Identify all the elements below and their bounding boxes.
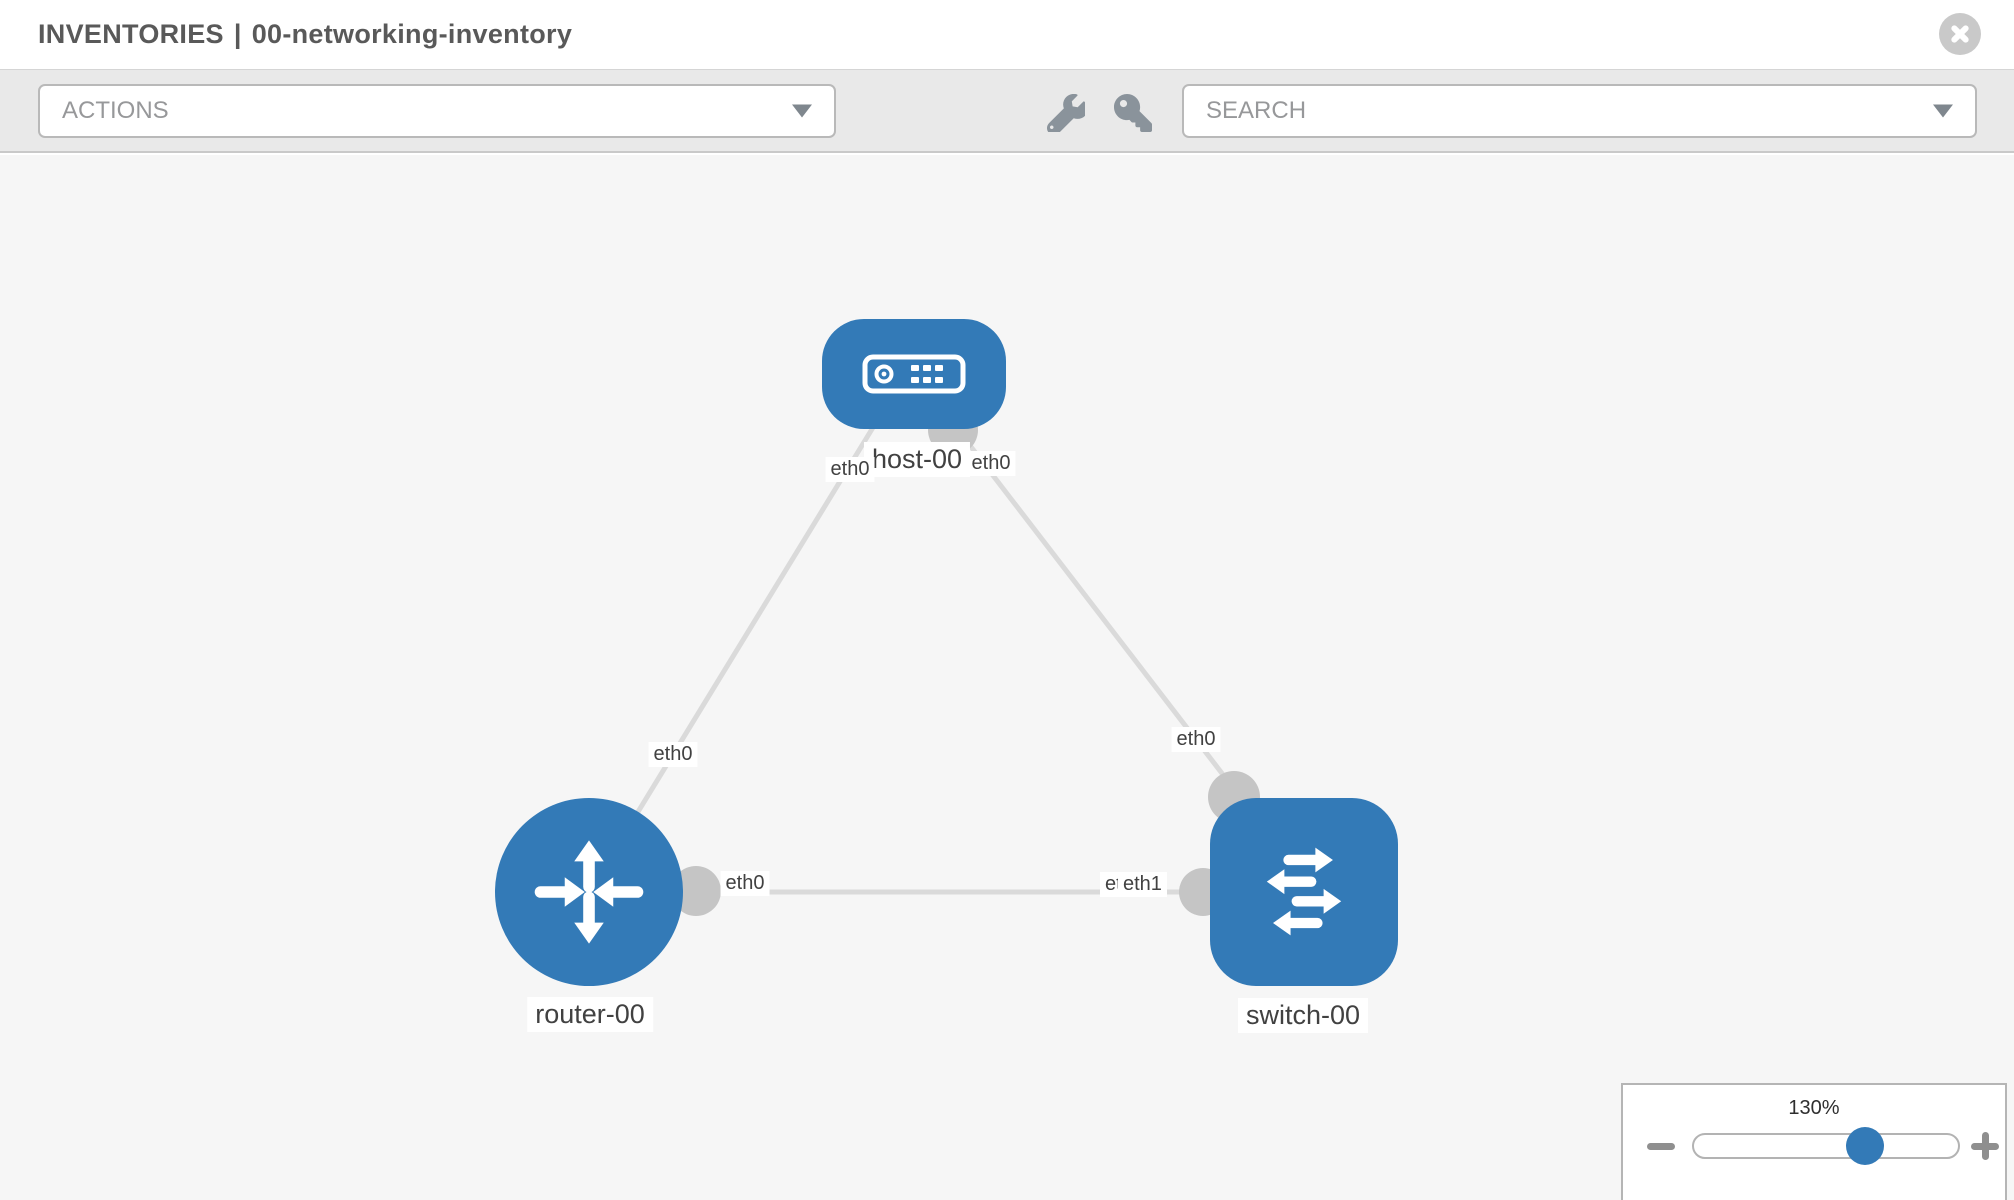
node-host-00[interactable]	[822, 319, 1006, 429]
router-icon	[534, 840, 644, 944]
close-button[interactable]	[1939, 13, 1981, 55]
actions-dropdown-label: ACTIONS	[62, 97, 169, 124]
page-title: INVENTORIES | 00-networking-inventory	[38, 19, 572, 50]
toolbar: ACTIONS SEARCH	[0, 70, 2014, 153]
node-label-host: host-00	[863, 442, 971, 477]
iface-label-host-eth0-right: eth0	[966, 451, 1016, 476]
iface-label-router-link-eth0: eth0	[648, 742, 698, 767]
zoom-level-label: 130%	[1788, 1097, 1840, 1119]
switch-icon	[1266, 847, 1342, 936]
breadcrumb-separator: |	[233, 19, 242, 49]
node-router-00[interactable]	[495, 798, 683, 986]
zoom-slider-thumb[interactable]	[1846, 1127, 1884, 1165]
actions-dropdown[interactable]: ACTIONS	[38, 84, 836, 138]
key-icon	[1114, 94, 1152, 132]
topology-links	[586, 414, 1304, 895]
host-icon	[862, 354, 966, 394]
configure-button[interactable]	[1046, 93, 1089, 136]
plus-icon	[1981, 1132, 1989, 1160]
zoom-in-button[interactable]	[1968, 1129, 2002, 1163]
inventory-name: 00-networking-inventory	[251, 19, 573, 49]
zoom-out-button[interactable]	[1644, 1129, 1678, 1163]
close-icon	[1949, 23, 1971, 45]
zoom-control-panel: 130%	[1621, 1083, 2007, 1200]
search-placeholder: SEARCH	[1206, 97, 1307, 124]
node-label-switch: switch-00	[1237, 998, 1369, 1033]
chevron-down-icon	[792, 104, 812, 118]
search-dropdown[interactable]: SEARCH	[1182, 84, 1977, 138]
breadcrumb-section: INVENTORIES	[38, 19, 224, 49]
node-label-router: router-00	[527, 997, 653, 1032]
credentials-button[interactable]	[1114, 94, 1152, 132]
iface-label-switch-link-eth0: eth0	[1171, 727, 1221, 752]
chevron-down-icon	[1933, 104, 1953, 118]
iface-label-router-eth0: eth0	[720, 871, 770, 896]
minus-icon	[1647, 1143, 1675, 1150]
header: INVENTORIES | 00-networking-inventory	[0, 0, 2014, 70]
wrench-icon	[1046, 93, 1089, 136]
zoom-slider-track[interactable]	[1692, 1133, 1960, 1159]
topology-canvas[interactable]: host-00 router-00 switch-00 eth0 eth0 et…	[0, 155, 2014, 1200]
iface-label-switch-eth1: eth1	[1118, 872, 1167, 897]
node-switch-00[interactable]	[1210, 798, 1398, 986]
iface-label-host-eth0-left: eth0	[825, 457, 875, 482]
